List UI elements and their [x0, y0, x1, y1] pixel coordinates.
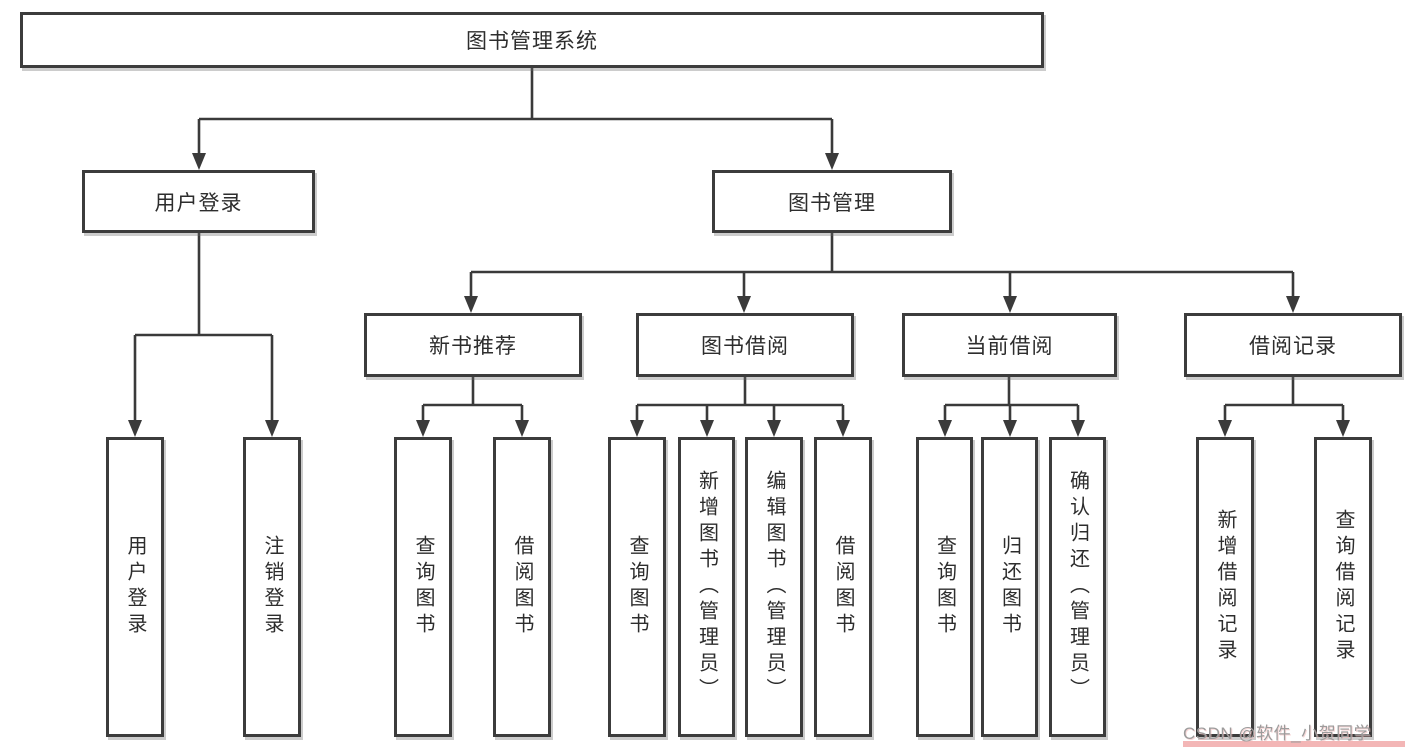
leaf-add-borrow-record: 新增借阅记录: [1196, 437, 1254, 737]
leaf-logout-label: 注销登录: [261, 535, 283, 639]
node-borrowing-records-label: 借阅记录: [1249, 335, 1337, 358]
leaf-logout: 注销登录: [243, 437, 301, 737]
csdn-watermark: CSDN @软件_小贺同学: [1183, 724, 1372, 743]
node-book-borrowing: 图书借阅: [636, 313, 854, 377]
connector-paths: [133, 68, 1345, 420]
leaf-return-book: 归还图书: [981, 437, 1038, 737]
leaf-borrow-books-label: 借阅图书: [832, 535, 854, 639]
leaf-query-books-current-label: 查询图书: [933, 535, 956, 639]
leaf-query-books-recommend-label: 查询图书: [412, 535, 434, 639]
leaf-borrow-books-recommend: 借阅图书: [493, 437, 551, 737]
leaf-borrow-books-recommend-label: 借阅图书: [511, 535, 533, 639]
leaf-confirm-return-admin: 确认归还（管理员）: [1049, 437, 1106, 737]
node-borrowing-records: 借阅记录: [1184, 313, 1402, 377]
leaf-query-books-recommend: 查询图书: [394, 437, 452, 737]
leaf-query-books-borrow: 查询图书: [608, 437, 666, 737]
node-user-login: 用户登录: [82, 170, 315, 233]
leaf-edit-book-admin-label: 编辑图书（管理员）: [763, 470, 785, 704]
node-current-borrowing-label: 当前借阅: [965, 335, 1054, 358]
watermark-accent-bar: [1183, 741, 1405, 747]
node-book-borrowing-label: 图书借阅: [701, 335, 789, 358]
leaf-edit-book-admin: 编辑图书（管理员）: [745, 437, 803, 737]
node-book-management: 图书管理: [712, 170, 952, 233]
node-user-login-label: 用户登录: [154, 191, 243, 215]
node-library-system: 图书管理系统: [20, 12, 1044, 68]
leaf-query-books-current: 查询图书: [916, 437, 973, 737]
leaf-user-login-label: 用户登录: [124, 535, 146, 639]
leaf-query-books-borrow-label: 查询图书: [626, 535, 648, 639]
node-current-borrowing: 当前借阅: [902, 313, 1117, 377]
leaf-borrow-books: 借阅图书: [814, 437, 872, 737]
leaf-add-book-admin: 新增图书（管理员）: [678, 437, 735, 737]
leaf-query-borrow-record-label: 查询借阅记录: [1332, 509, 1354, 665]
leaf-user-login: 用户登录: [106, 437, 164, 737]
leaf-return-book-label: 归还图书: [998, 535, 1021, 639]
node-new-book-recommend: 新书推荐: [364, 313, 582, 377]
node-new-book-recommend-label: 新书推荐: [429, 335, 517, 358]
node-book-management-label: 图书管理: [788, 191, 876, 215]
leaf-add-borrow-record-label: 新增借阅记录: [1214, 509, 1236, 665]
leaf-confirm-return-admin-label: 确认归还（管理员）: [1066, 470, 1089, 704]
node-library-system-label: 图书管理系统: [466, 30, 598, 53]
arrowheads: [128, 153, 1350, 437]
leaf-query-borrow-record: 查询借阅记录: [1314, 437, 1372, 737]
leaf-add-book-admin-label: 新增图书（管理员）: [695, 470, 718, 704]
